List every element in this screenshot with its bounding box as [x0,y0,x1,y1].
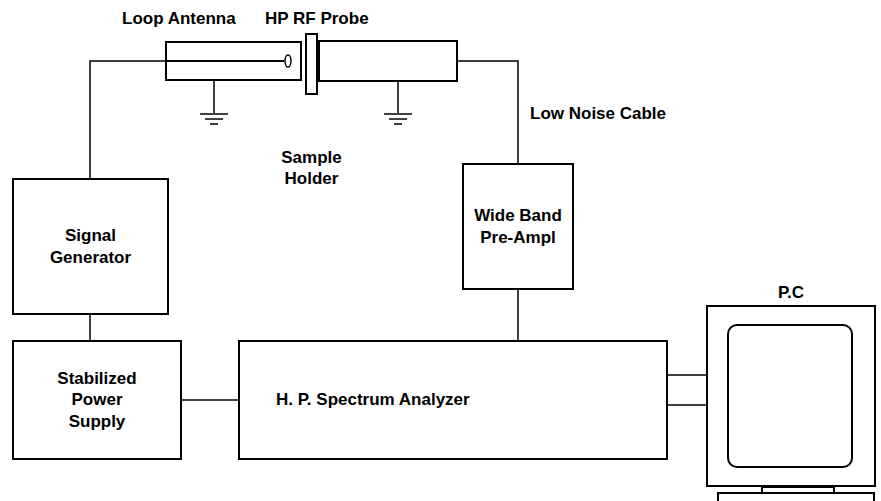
cable [668,404,706,406]
ground-symbol [384,82,412,124]
node-label: Loop Antenna [122,8,236,29]
node-label: Stabilized Power Supply [50,368,145,432]
pc-monitor: P.C [706,305,876,487]
spectrum-analyzer: H. P. Spectrum Analyzer [238,340,668,460]
node-label: HP RF Probe [265,8,369,29]
pre-amplifier: Wide Band Pre-Ampl [462,163,574,290]
cable [458,61,518,163]
sample-holder: Sample Holder [305,33,318,95]
monitor-screen [728,325,852,467]
antenna-wire [167,60,284,62]
power-supply: Stabilized Power Supply [12,340,182,460]
cable [517,290,519,340]
cable [182,399,238,401]
signal-generator: Signal Generator [12,178,169,315]
loop-antenna: Loop Antenna [165,41,302,81]
node-label: Wide Band Pre-Ampl [470,205,566,248]
rf-probe: HP RF Probe [318,40,458,82]
ground-symbol [200,80,228,124]
node-label: H. P. Spectrum Analyzer [276,389,470,410]
cable [668,374,706,376]
node-label: P.C [778,282,804,303]
node-label: Sample Holder [277,147,347,190]
monitor-base [718,493,874,501]
cable [89,315,91,340]
antenna-loop [285,55,291,67]
cable-label: Low Noise Cable [528,104,668,124]
cable [90,61,165,178]
node-label: Signal Generator [33,225,148,268]
